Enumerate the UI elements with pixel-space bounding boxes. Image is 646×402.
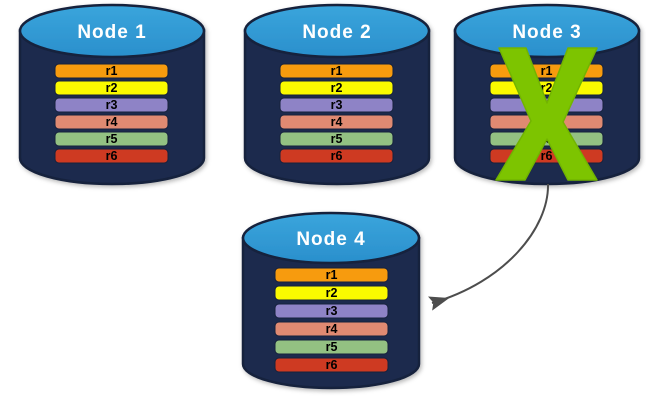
node-1-row-r4-label: r4 [106, 115, 118, 129]
node-4-rows: r1 r2 r3 r4 r5 r6 [274, 267, 389, 373]
node-2-row-r6[interactable] [279, 148, 394, 164]
node-3-row-r2-label: r2 [541, 81, 553, 95]
node-1-row-r4[interactable] [54, 114, 169, 130]
node-4-row-r3-label: r3 [326, 304, 338, 318]
node-4-title: Node 4 [296, 229, 365, 250]
node-4-row-r3[interactable] [274, 303, 389, 319]
node-1-row-r3[interactable] [54, 97, 169, 113]
node-4-row-r4-label: r4 [326, 322, 338, 336]
node-2-row-r4[interactable] [279, 114, 394, 130]
node-1-row-r1[interactable] [54, 63, 169, 79]
node-4-row-r4[interactable] [274, 321, 389, 337]
node-2-row-r5-label: r5 [331, 132, 343, 146]
cross-mark-icon [495, 47, 598, 181]
node-4-row-r5-label: r5 [326, 340, 338, 354]
node-1-top [18, 3, 206, 59]
node-1-row-r6[interactable] [54, 148, 169, 164]
node-1-cylinder[interactable]: Node 1 r1 r2 r3 r4 r5 r6 [18, 3, 206, 186]
node-4-row-r2-label: r2 [326, 286, 338, 300]
node-2-row-r1[interactable] [279, 63, 394, 79]
node-3-top [453, 3, 641, 59]
replication-arrow [428, 183, 550, 311]
node-4-top [241, 211, 421, 265]
node-4-row-r5[interactable] [274, 339, 389, 355]
node-2-cylinder[interactable]: Node 2 r1 r2 r3 r4 r5 r6 [243, 3, 431, 186]
node-1-rows: r1 r2 r3 r4 r5 r6 [54, 63, 169, 164]
node-1-row-r5-label: r5 [106, 132, 118, 146]
node-4-row-r2[interactable] [274, 285, 389, 301]
node-4-row-r6[interactable] [274, 357, 389, 373]
node-3-cylinder[interactable]: Node 3 r1 r2 r3 r4 r5 r6 [453, 3, 641, 186]
node-2-row-r1-label: r1 [331, 64, 343, 78]
node-4-row-r6-label: r6 [326, 358, 338, 372]
node-2-top [243, 3, 431, 59]
node-2-rows: r1 r2 r3 r4 r5 r6 [279, 63, 394, 164]
node-2-title: Node 2 [302, 22, 371, 43]
node-1-row-r2-label: r2 [106, 81, 118, 95]
node-2-row-r5[interactable] [279, 131, 394, 147]
node-3-row-r6-label: r6 [541, 149, 553, 163]
node-1-row-r1-label: r1 [106, 64, 118, 78]
node-2-row-r2[interactable] [279, 80, 394, 96]
node-2-row-r4-label: r4 [331, 115, 343, 129]
node-3-row-r1-label: r1 [541, 64, 553, 78]
node-1-row-r6-label: r6 [106, 149, 118, 163]
node-2-row-r3-label: r3 [331, 98, 343, 112]
node-2-row-r6-label: r6 [331, 149, 343, 163]
node-4-row-r1-label: r1 [326, 268, 338, 282]
node-1-row-r2[interactable] [54, 80, 169, 96]
node-3-title: Node 3 [512, 22, 581, 43]
node-2-row-r2-label: r2 [331, 81, 343, 95]
node-1-row-r3-label: r3 [106, 98, 118, 112]
node-4-cylinder[interactable]: Node 4 r1 r2 r3 r4 r5 r6 [241, 211, 421, 390]
node-1-title: Node 1 [77, 22, 146, 43]
node-1-row-r5[interactable] [54, 131, 169, 147]
node-4-row-r1[interactable] [274, 267, 389, 283]
node-2-row-r3[interactable] [279, 97, 394, 113]
